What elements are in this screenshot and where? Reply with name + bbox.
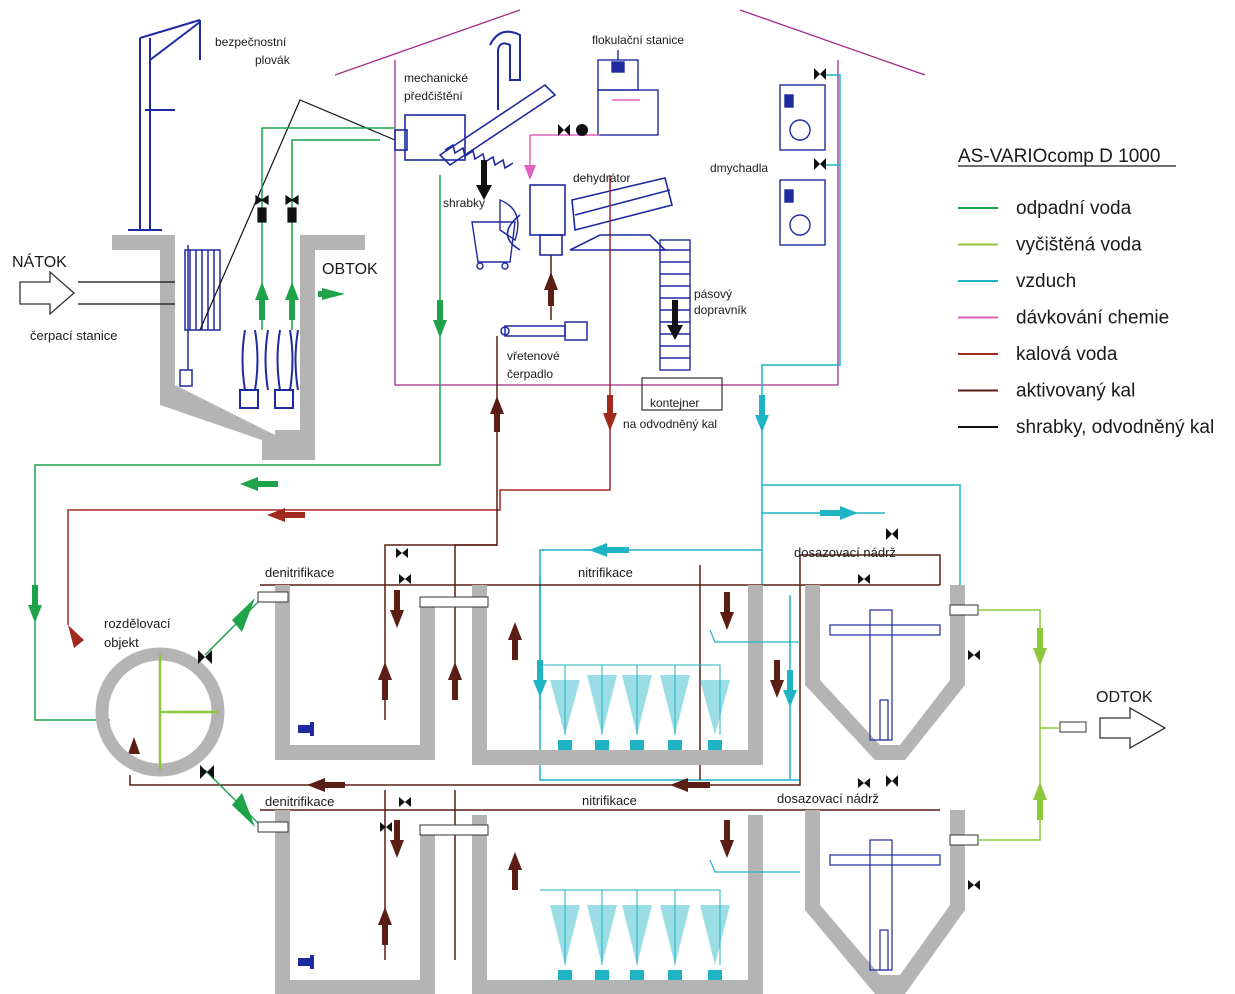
label-dewatered-sludge: na odvodněný kal xyxy=(623,417,717,431)
label-flocculation: flokulační stanice xyxy=(592,33,684,47)
sludge-water-up-arrow xyxy=(544,255,558,320)
label-container: kontejner xyxy=(650,396,699,410)
label-spindle-pump-2: čerpadlo xyxy=(507,367,553,381)
label-conveyor-2: dopravník xyxy=(694,303,748,317)
tank-train-lower xyxy=(275,810,965,994)
legend: AS-VARIOcomp D 1000 odpadní voda vyčištěn… xyxy=(958,146,1214,438)
label-nitrification-lower: nitrifikace xyxy=(582,793,637,808)
coarse-screen-icon xyxy=(184,249,221,331)
building-outline xyxy=(334,9,926,386)
waste-water-risers xyxy=(34,127,441,721)
legend-label-3: dávkování chemie xyxy=(1016,308,1169,329)
inflow-arrow-icon xyxy=(19,270,175,316)
label-pump-station: čerpací stanice xyxy=(30,328,117,343)
label-safety-float-2: plovák xyxy=(255,53,291,67)
container-box xyxy=(641,377,723,411)
dosing-pump-icon xyxy=(558,124,588,136)
chemical-dosing-line xyxy=(529,134,600,165)
air-droplines xyxy=(540,664,721,965)
legend-label-6: shrabky, odvodněný kal xyxy=(1016,417,1214,438)
label-outflow: ODTOK xyxy=(1096,689,1153,706)
label-inflow: NÁTOK xyxy=(12,252,67,271)
label-spindle-pump-1: vřetenové xyxy=(507,349,560,363)
legend-label-2: vzduch xyxy=(1016,271,1076,292)
label-distribution-2: objekt xyxy=(104,635,139,650)
tank-connectors xyxy=(257,591,979,846)
label-settling-upper: dosazovací nádrž xyxy=(794,545,896,560)
distribution-outlet-arrows xyxy=(198,598,261,827)
air-bubbles-lower xyxy=(550,905,730,965)
sludge-water-arrows xyxy=(68,395,617,648)
float-signal-line xyxy=(199,99,396,331)
label-screenings: shrabky xyxy=(443,196,485,210)
outflow-arrow-icon xyxy=(1059,706,1167,750)
label-blowers: dmychadla xyxy=(710,161,768,175)
blower-valves xyxy=(814,68,826,170)
label-mech-pre-1: mechanické xyxy=(404,71,468,85)
clean-water-arrows xyxy=(1033,628,1047,820)
sludge-water-line xyxy=(67,175,611,625)
label-safety-float-1: bezpečnostní xyxy=(215,35,287,49)
screw-screen-icon xyxy=(394,30,557,170)
settling-internals xyxy=(829,609,941,971)
mixer-icon xyxy=(298,722,314,969)
diffuser-icon xyxy=(558,740,722,980)
clean-water-line xyxy=(978,609,1060,841)
legend-label-0: odpadní voda xyxy=(1016,198,1132,219)
label-denitrification-lower: denitrifikace xyxy=(265,794,334,809)
air-header xyxy=(539,74,961,781)
chemical-arrow xyxy=(524,165,536,180)
submersible-pumps xyxy=(239,329,299,409)
air-arrows xyxy=(533,395,858,707)
label-dehydrator: dehydrátor xyxy=(573,171,630,185)
legend-label-4: kalová voda xyxy=(1016,344,1118,365)
blower-icon xyxy=(779,84,826,246)
spindle-pump-icon xyxy=(500,321,588,341)
label-mech-pre-2: předčištění xyxy=(404,89,463,103)
activated-sludge-arrows xyxy=(128,396,784,945)
label-settling-lower: dosazovací nádrž xyxy=(777,791,879,806)
process-valves xyxy=(380,528,980,890)
label-bypass: OBTOK xyxy=(322,261,378,278)
screenings-arrow xyxy=(476,160,492,200)
dehydrator-icon xyxy=(506,177,673,256)
crane-icon xyxy=(128,19,201,231)
float-icon xyxy=(179,245,193,387)
legend-title: AS-VARIOcomp D 1000 xyxy=(958,146,1160,167)
screenings-bin-icon xyxy=(471,198,519,270)
legend-items: odpadní voda vyčištěná voda vzduch dávkován… xyxy=(958,198,1214,438)
conveyor-arrow xyxy=(667,300,683,340)
label-distribution-1: rozdělovací xyxy=(104,616,171,631)
label-denitrification-upper: denitrifikace xyxy=(265,565,334,580)
tank-train-upper xyxy=(275,585,965,765)
sludge-return-piping xyxy=(709,629,800,873)
label-nitrification-upper: nitrifikace xyxy=(578,565,633,580)
pump-station-tank xyxy=(112,235,365,460)
legend-label-5: aktivovaný kal xyxy=(1016,381,1135,402)
label-conveyor-1: pásový xyxy=(694,287,732,301)
activated-sludge-line xyxy=(129,336,941,960)
riser-valves xyxy=(255,194,299,223)
flocculation-station-icon xyxy=(597,50,659,136)
distribution-object-icon xyxy=(95,647,225,777)
air-bubbles-upper xyxy=(550,675,730,735)
legend-label-1: vyčištěná voda xyxy=(1016,235,1142,256)
green-arrows xyxy=(28,282,447,623)
